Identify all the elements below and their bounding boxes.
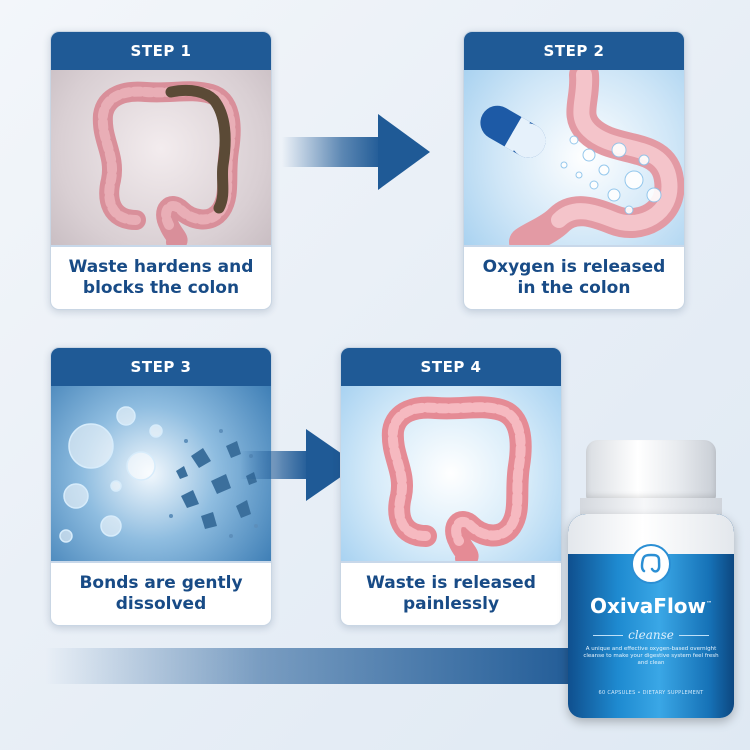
product-subline: cleanse	[568, 628, 734, 642]
healthy-colon-illustration	[341, 386, 561, 561]
product-footer: 60 CAPSULES • DIETARY SUPPLEMENT	[598, 690, 704, 696]
arrow-right-icon	[240, 429, 358, 501]
step-1-label: STEP 1	[51, 32, 271, 70]
bottom-band	[45, 648, 585, 684]
step-2-caption: Oxygen is released in the colon	[464, 245, 684, 309]
step-2-card: STEP 2 Oxygen is released in the colon	[463, 31, 685, 310]
bubbles-svg	[59, 406, 258, 543]
arrow-right-icon	[282, 114, 430, 190]
bottle-label: OxivaFlow™ cleanse A unique and effectiv…	[568, 514, 734, 718]
bottle-neck	[580, 498, 722, 518]
product-bottle: OxivaFlow™ cleanse A unique and effectiv…	[566, 440, 736, 720]
step-3-card: STEP 3 Bonds are gently dissolved	[50, 347, 272, 626]
step-4-label: STEP 4	[341, 348, 561, 386]
step-4-card: STEP 4 Waste is released painlessly	[340, 347, 562, 626]
step-1-caption: Waste hardens and blocks the colon	[51, 245, 271, 309]
step-2-label: STEP 2	[464, 32, 684, 70]
healthy-colon-svg	[381, 396, 532, 561]
blocked-colon-svg	[92, 81, 241, 245]
brand-name: OxivaFlow™	[589, 594, 713, 618]
colon-logo-icon	[631, 544, 671, 584]
step-1-card: STEP 1 Waste hardens and blocks the colo…	[50, 31, 272, 310]
product-description: A unique and effective oxygen-based over…	[583, 646, 719, 666]
capsule-stomach-illustration	[464, 70, 684, 245]
bottle-cap	[586, 440, 716, 500]
step-4-caption: Waste is released painlessly	[341, 561, 561, 625]
stomach-svg	[480, 70, 684, 245]
colon-illustration	[51, 70, 271, 245]
bubbles-illustration	[51, 386, 271, 561]
step-3-caption: Bonds are gently dissolved	[51, 561, 271, 625]
step-3-label: STEP 3	[51, 348, 271, 386]
